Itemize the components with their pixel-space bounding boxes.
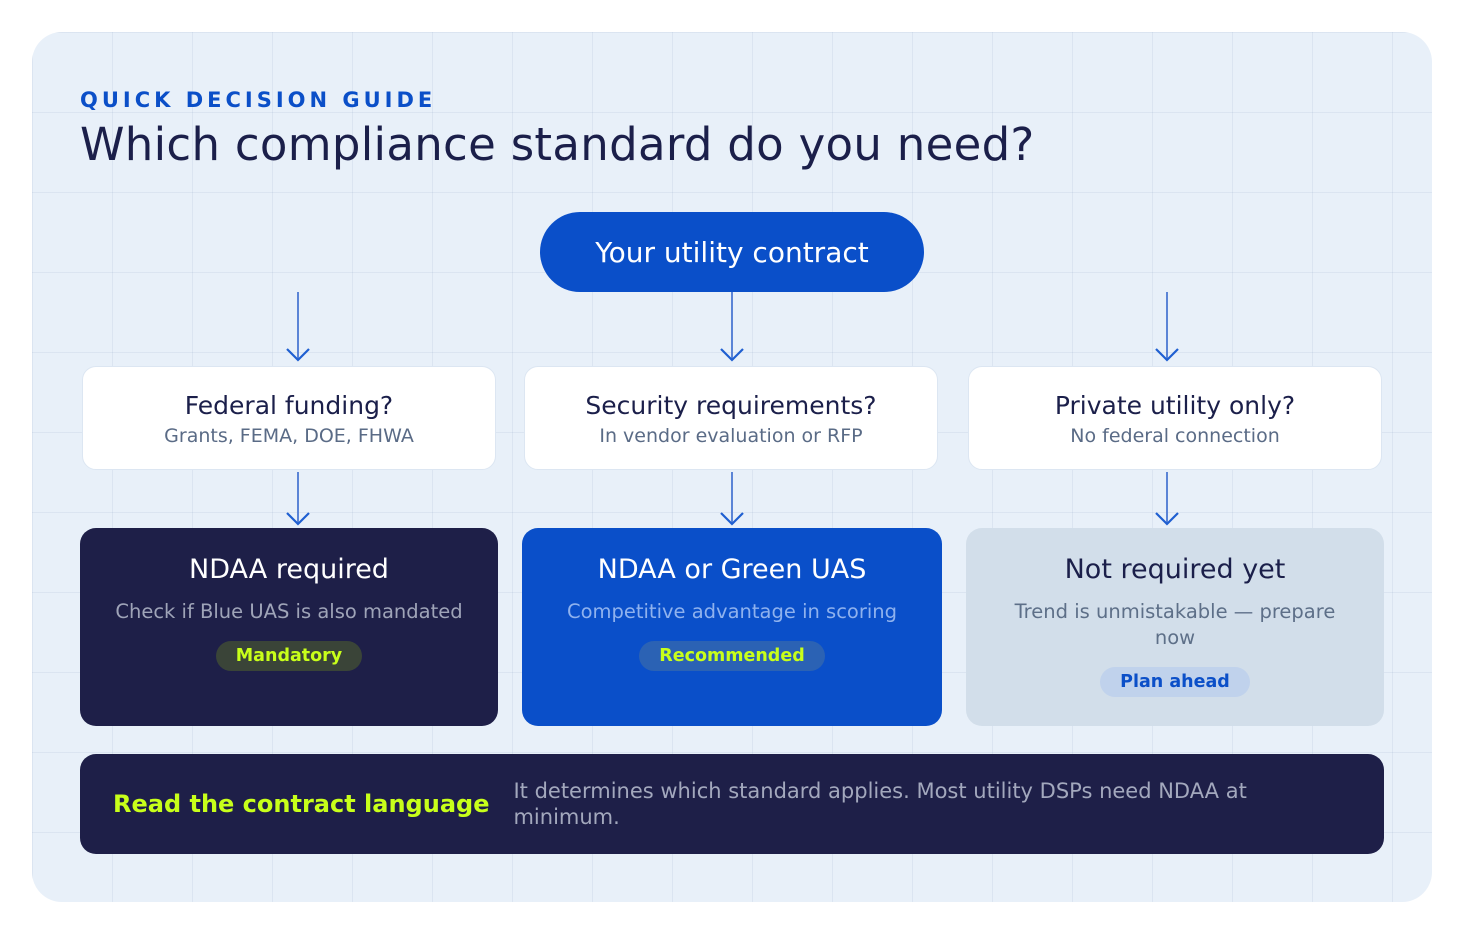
root-node: Your utility contract xyxy=(540,212,924,292)
footer-heading: Read the contract language xyxy=(113,790,490,818)
root-node-label: Your utility contract xyxy=(595,235,869,269)
result-not-required-yet: Not required yet Trend is unmistakable —… xyxy=(966,528,1384,726)
result-ndaa-required: NDAA required Check if Blue UAS is also … xyxy=(80,528,498,726)
status-badge: Plan ahead xyxy=(1100,667,1250,697)
question-subtitle: No federal connection xyxy=(1070,425,1280,447)
result-title: NDAA or Green UAS xyxy=(597,554,867,585)
result-ndaa-or-green-uas: NDAA or Green UAS Competitive advantage … xyxy=(522,528,942,726)
result-title: NDAA required xyxy=(189,554,389,585)
arrow-down-icon xyxy=(717,292,747,364)
status-badge: Recommended xyxy=(639,641,825,671)
page-title: Which compliance standard do you need? xyxy=(80,118,1035,171)
result-subtitle: Competitive advantage in scoring xyxy=(566,600,898,623)
arrow-down-icon xyxy=(717,472,747,528)
arrow-down-icon xyxy=(283,292,313,364)
decision-guide-card: QUICK DECISION GUIDE Which compliance st… xyxy=(32,32,1432,902)
arrow-down-icon xyxy=(1152,292,1182,364)
question-title: Federal funding? xyxy=(184,391,394,420)
arrow-down-icon xyxy=(283,472,313,528)
footer-callout: Read the contract language It determines… xyxy=(80,754,1384,854)
question-federal-funding: Federal funding? Grants, FEMA, DOE, FHWA xyxy=(82,366,496,470)
question-subtitle: In vendor evaluation or RFP xyxy=(599,425,863,447)
question-title: Security requirements? xyxy=(585,391,877,420)
eyebrow-label: QUICK DECISION GUIDE xyxy=(80,88,437,112)
status-badge: Mandatory xyxy=(215,641,363,671)
arrow-down-icon xyxy=(1152,472,1182,528)
question-title: Private utility only? xyxy=(1054,391,1296,420)
result-subtitle: Trend is unmistakable — prepare now xyxy=(1014,600,1336,649)
footer-text: It determines which standard applies. Mo… xyxy=(513,779,1247,829)
question-private-utility: Private utility only? No federal connect… xyxy=(968,366,1382,470)
question-security-requirements: Security requirements? In vendor evaluat… xyxy=(524,366,938,470)
result-title: Not required yet xyxy=(1064,554,1286,585)
result-subtitle: Check if Blue UAS is also mandated xyxy=(115,600,463,623)
question-subtitle: Grants, FEMA, DOE, FHWA xyxy=(164,425,414,447)
